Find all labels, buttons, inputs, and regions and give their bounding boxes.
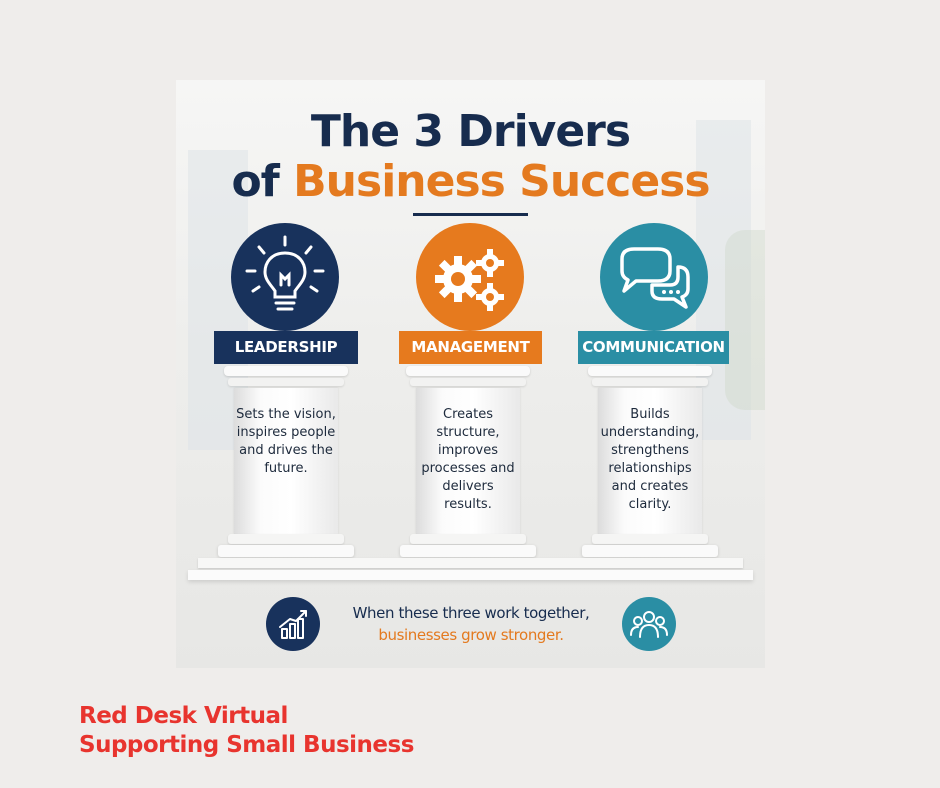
title-prefix: of — [231, 156, 279, 207]
title-line-1: The 3 Drivers — [310, 106, 631, 157]
brand-tagline: Supporting Small Business — [79, 732, 414, 758]
driver-label-management: MANAGEMENT — [399, 331, 542, 364]
title-line-2: of Business Success — [176, 156, 765, 207]
driver-label-leadership: LEADERSHIP — [214, 331, 358, 364]
driver-description-leadership: Sets the vision, inspires people and dri… — [236, 407, 336, 476]
driver-label-communication: COMMUNICATION — [578, 331, 729, 364]
pillar-leadership: Sets the vision, inspires people and dri… — [218, 364, 354, 564]
footer-line-2: businesses grow stronger. — [378, 626, 564, 644]
growth-chart-icon — [266, 597, 320, 651]
pedestal-step — [198, 558, 743, 568]
brand-name: Red Desk Virtual — [79, 703, 288, 729]
title-accent: Business Success — [293, 156, 710, 207]
team-icon — [622, 597, 676, 651]
pedestal-base — [188, 570, 753, 580]
lightbulb-icon — [231, 223, 339, 331]
driver-description-management: Creates structure, improves processes an… — [421, 407, 515, 512]
pillar-communication: Builds understanding, strengthens relati… — [582, 364, 718, 564]
background-plant — [725, 230, 765, 410]
speech-bubbles-icon — [600, 223, 708, 331]
pillar-management: Creates structure, improves processes an… — [400, 364, 536, 564]
driver-description-communication: Builds understanding, strengthens relati… — [600, 407, 700, 512]
footer-line-1: When these three work together, — [352, 604, 590, 622]
infographic-card: The 3 Drivers of Business Success LEADER… — [176, 80, 765, 668]
gears-icon — [416, 223, 524, 331]
title-underline — [413, 213, 528, 216]
